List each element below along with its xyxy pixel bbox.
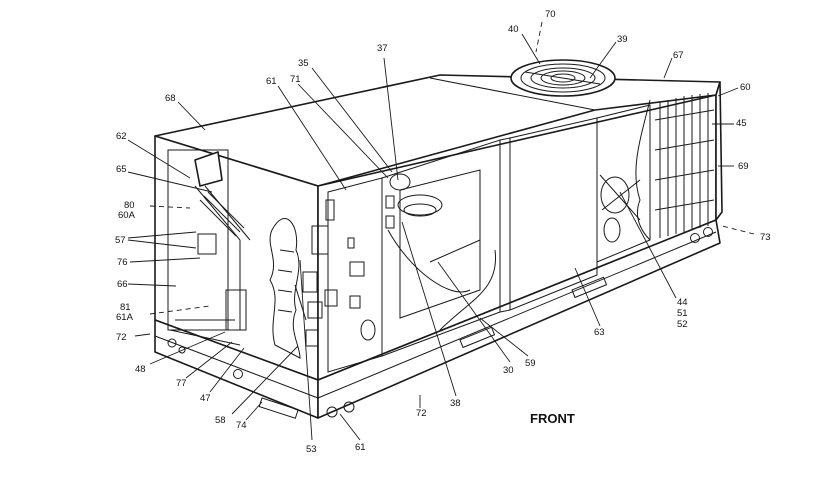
callout-72-front: 72 (416, 408, 427, 419)
callout-37: 37 (377, 43, 388, 54)
callout-47: 47 (200, 393, 211, 404)
callout-51: 51 (677, 308, 688, 319)
callout-61-bottom: 61 (355, 442, 366, 453)
callout-68: 68 (165, 93, 176, 104)
callout-45: 45 (736, 118, 747, 129)
callout-52: 52 (677, 319, 688, 330)
callout-39: 39 (617, 34, 628, 45)
callout-38: 38 (450, 398, 461, 409)
callout-74: 74 (236, 420, 247, 431)
callout-81: 81 (120, 302, 131, 313)
callout-66: 66 (117, 279, 128, 290)
callout-80: 80 (124, 200, 135, 211)
callout-73: 73 (760, 232, 771, 243)
callout-63: 63 (594, 327, 605, 338)
callout-40: 40 (508, 24, 519, 35)
callout-44: 44 (677, 297, 688, 308)
callout-77: 77 (176, 378, 187, 389)
callout-48: 48 (135, 364, 146, 375)
callout-labels: 70 40 39 67 60 45 69 73 44 51 52 37 35 7… (115, 9, 771, 455)
access-panels (499, 117, 598, 313)
callout-30: 30 (503, 365, 514, 376)
callout-60: 60 (740, 82, 751, 93)
callout-62: 62 (116, 131, 127, 142)
callout-76: 76 (117, 257, 128, 268)
callout-72-left: 72 (116, 332, 127, 343)
callout-69: 69 (738, 161, 749, 172)
callout-61a: 61A (116, 312, 134, 323)
condenser-section (596, 93, 715, 263)
callout-70: 70 (545, 9, 556, 20)
top-fan-grille (510, 59, 616, 97)
front-label: FRONT (530, 411, 575, 426)
callout-53: 53 (306, 444, 317, 455)
callout-67: 67 (673, 50, 684, 61)
heater-section (167, 149, 251, 346)
callout-60a: 60A (118, 210, 136, 221)
callout-61-top: 61 (266, 76, 277, 87)
callout-71: 71 (290, 74, 301, 85)
callout-58: 58 (215, 415, 226, 426)
leader-lines (127, 21, 755, 441)
callout-65: 65 (116, 164, 127, 175)
control-panel (269, 177, 383, 373)
callout-59: 59 (525, 358, 536, 369)
callout-57: 57 (115, 235, 126, 246)
callout-35: 35 (298, 58, 309, 69)
